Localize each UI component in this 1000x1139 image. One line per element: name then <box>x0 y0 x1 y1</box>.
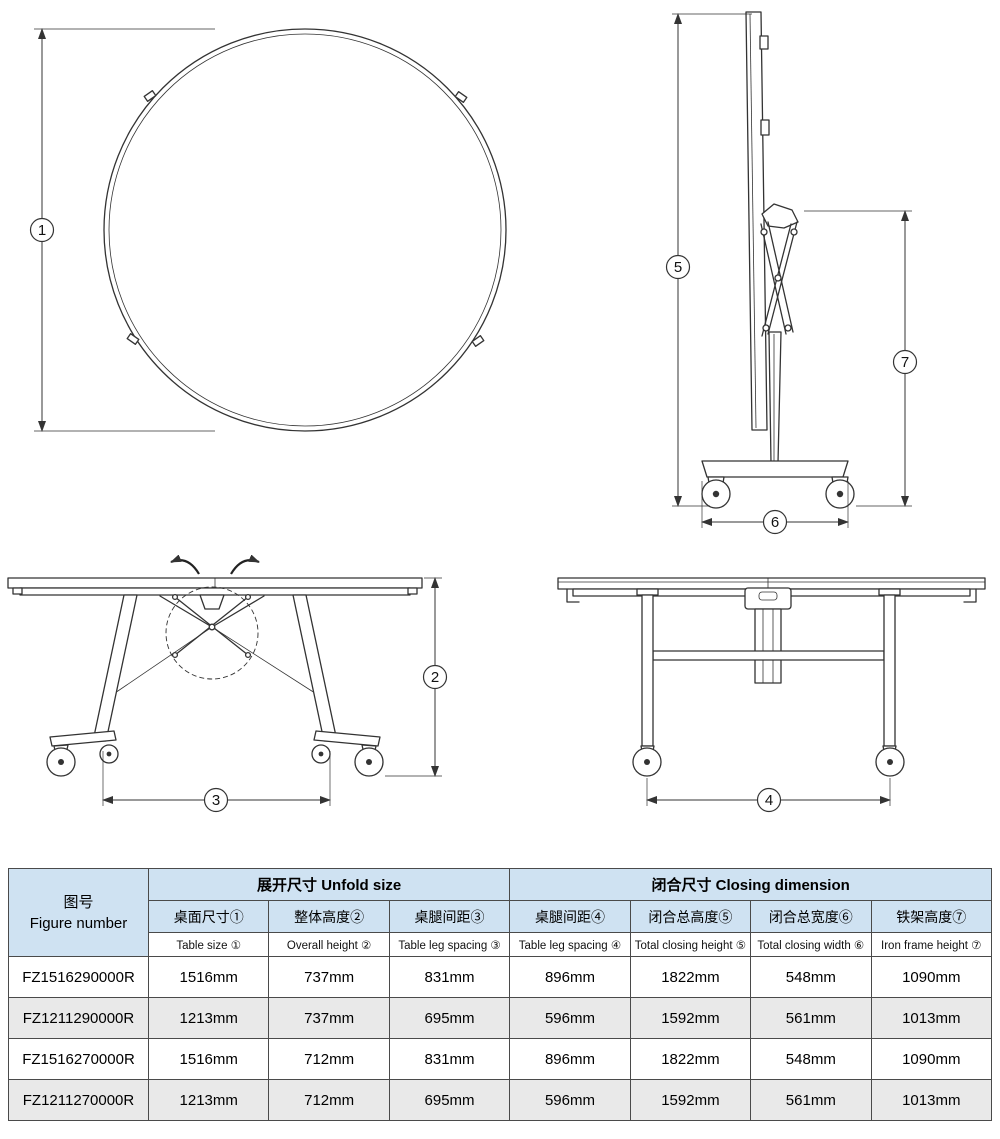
value-cell: 1592mm <box>629 997 752 1039</box>
value-cell: 831mm <box>388 1038 511 1080</box>
value-cell: 1592mm <box>629 1079 752 1121</box>
svg-text:4: 4 <box>765 792 773 809</box>
dimension-1-diameter: 1 <box>29 28 215 432</box>
value-cell: 896mm <box>509 956 631 998</box>
value-cell: 1013mm <box>870 1079 993 1121</box>
table-row: FZ1211270000R 1213mm 712mm 695mm 596mm 1… <box>8 1079 993 1121</box>
caster-wheel-right <box>825 476 855 509</box>
dimension-label-5: 5 <box>665 254 691 280</box>
center-column-assembly <box>744 587 792 684</box>
tabletop-hinge-marks <box>126 90 485 347</box>
figure-number-cell: FZ1211270000R <box>8 1079 149 1121</box>
figure-number-header: 图号 Figure number <box>8 868 149 957</box>
value-cell: 561mm <box>750 997 872 1039</box>
value-cell: 561mm <box>750 1079 872 1121</box>
table-row: FZ1516270000R 1516mm 712mm 831mm 896mm 1… <box>8 1038 993 1080</box>
value-cell: 831mm <box>388 956 511 998</box>
svg-text:2: 2 <box>431 669 439 686</box>
value-cell: 737mm <box>268 997 390 1039</box>
value-cell: 1516mm <box>147 956 270 998</box>
col-header-cn-table-size: 桌面尺寸① <box>147 900 270 933</box>
unfold-size-header: 展开尺寸 Unfold size <box>147 868 511 901</box>
svg-text:7: 7 <box>901 354 909 371</box>
dimension-label-7: 7 <box>892 349 918 375</box>
value-cell: 737mm <box>268 956 390 998</box>
value-cell: 695mm <box>388 1079 511 1121</box>
round-tabletop-inner-edge <box>108 33 502 427</box>
col-header-en-leg-spacing-4: Table leg spacing ④ <box>509 932 631 957</box>
spec-table: 图号 Figure number 展开尺寸 Unfold size 闭合尺寸 C… <box>8 868 993 1121</box>
value-cell: 1213mm <box>147 1079 270 1121</box>
col-header-cn-closing-height: 闭合总高度⑤ <box>629 900 752 933</box>
dimension-label-3: 3 <box>203 787 229 813</box>
value-cell: 1822mm <box>629 956 752 998</box>
value-cell: 1090mm <box>870 1038 993 1080</box>
value-cell: 548mm <box>750 956 872 998</box>
figure-number-header-en: Figure number <box>29 914 128 932</box>
value-cell: 1213mm <box>147 997 270 1039</box>
tabletop-front <box>7 577 423 596</box>
dimension-7-frame-height: 7 <box>804 210 918 507</box>
value-cell: 712mm <box>268 1038 390 1080</box>
center-folding-mechanism <box>111 586 319 696</box>
top-view-drawing: 1 <box>29 28 507 432</box>
value-cell: 1013mm <box>870 997 993 1039</box>
value-cell: 1090mm <box>870 956 993 998</box>
value-cell: 896mm <box>509 1038 631 1080</box>
svg-text:6: 6 <box>771 514 779 531</box>
dimension-label-1: 1 <box>29 217 55 243</box>
table-row: FZ1211290000R 1213mm 737mm 695mm 596mm 1… <box>8 997 993 1039</box>
svg-text:5: 5 <box>674 259 682 276</box>
table-leg-left <box>46 594 138 777</box>
dimension-5-closing-height: 5 <box>665 13 752 507</box>
dimension-6-closing-width: 6 <box>701 481 849 535</box>
dimension-label-4: 4 <box>756 787 782 813</box>
side-leg-right <box>875 588 905 777</box>
value-cell: 695mm <box>388 997 511 1039</box>
closing-dimension-header: 闭合尺寸 Closing dimension <box>509 868 992 901</box>
table-row: FZ1516290000R 1516mm 737mm 831mm 896mm 1… <box>8 956 993 998</box>
col-header-cn-leg-spacing-3: 桌腿间距③ <box>388 900 511 933</box>
dimension-4-leg-spacing: 4 <box>646 778 891 813</box>
svg-text:3: 3 <box>212 792 220 809</box>
folded-leg-mechanism <box>760 203 799 337</box>
col-header-en-overall-height: Overall height ② <box>268 932 390 957</box>
stretcher-bar <box>652 650 885 661</box>
folded-view-drawing: 5 7 6 <box>665 11 918 535</box>
value-cell: 596mm <box>509 1079 631 1121</box>
col-header-en-leg-spacing-3: Table leg spacing ③ <box>388 932 511 957</box>
value-cell: 712mm <box>268 1079 390 1121</box>
figure-number-cell: FZ1211290000R <box>8 997 149 1039</box>
trolley-post-and-base <box>701 331 849 478</box>
side-leg-left <box>632 588 662 777</box>
value-cell: 1516mm <box>147 1038 270 1080</box>
dimension-3-leg-spacing: 3 <box>102 751 331 813</box>
col-header-en-closing-height: Total closing height ⑤ <box>629 932 752 957</box>
figure-number-cell: FZ1516270000R <box>8 1038 149 1080</box>
caster-wheel-left <box>701 476 731 509</box>
col-header-cn-frame-height: 铁架高度⑦ <box>870 900 993 933</box>
value-cell: 596mm <box>509 997 631 1039</box>
dimension-label-2: 2 <box>422 664 448 690</box>
svg-text:1: 1 <box>38 222 46 239</box>
front-view-drawing: 2 3 <box>7 555 448 813</box>
unfold-direction-arrows <box>170 555 260 575</box>
dimension-label-6: 6 <box>762 509 788 535</box>
col-header-cn-closing-width: 闭合总宽度⑥ <box>750 900 872 933</box>
col-header-en-table-size: Table size ① <box>147 932 270 957</box>
round-tabletop-outline <box>103 28 507 432</box>
figure-number-header-cn: 图号 <box>63 893 94 911</box>
table-leg-right <box>292 594 384 777</box>
side-view-drawing: 4 <box>557 577 986 813</box>
col-header-en-frame-height: Iron frame height ⑦ <box>870 932 993 957</box>
dimension-2-overall-height: 2 <box>385 577 448 777</box>
col-header-en-closing-width: Total closing width ⑥ <box>750 932 872 957</box>
col-header-cn-leg-spacing-4: 桌腿间距④ <box>509 900 631 933</box>
col-header-cn-overall-height: 整体高度② <box>268 900 390 933</box>
value-cell: 1822mm <box>629 1038 752 1080</box>
folded-tabletop-panel <box>745 11 770 431</box>
figure-number-cell: FZ1516290000R <box>8 956 149 998</box>
value-cell: 548mm <box>750 1038 872 1080</box>
